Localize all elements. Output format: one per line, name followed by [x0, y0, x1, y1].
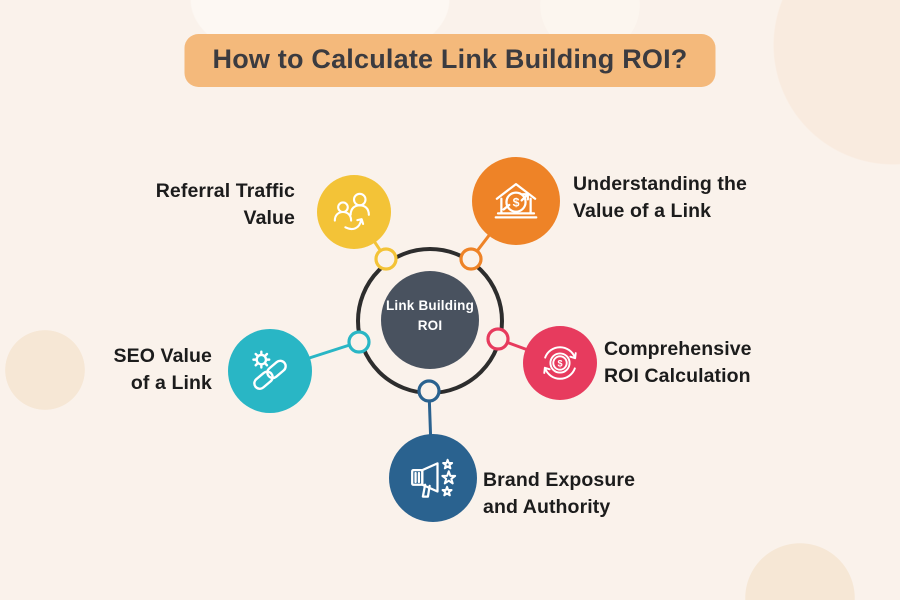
label-understanding-link-value: Understanding the Value of a Link [573, 171, 747, 225]
dollar-glyph: $ [513, 196, 520, 210]
bubble-roi [523, 326, 597, 400]
center-label-line2: ROI [417, 318, 443, 333]
label-line: of a Link [130, 372, 212, 394]
ring-nodes [347, 247, 510, 403]
bubble-understanding [472, 157, 560, 245]
label-comprehensive-roi: Comprehensive ROI Calculation [604, 336, 752, 390]
ring-node-understanding [459, 247, 483, 271]
label-line: Value of a Link [573, 200, 712, 222]
page-title: How to Calculate Link Building ROI? [184, 34, 716, 87]
megaphone-stars-icon [411, 460, 455, 497]
label-line: Understanding the [573, 173, 747, 195]
bubble-brand [389, 434, 477, 522]
users-referral-icon [333, 192, 370, 231]
label-line: ROI Calculation [604, 365, 751, 387]
center-label: Link Building ROI [380, 296, 480, 336]
bubble-referral [317, 175, 391, 249]
center-label-line1: Link Building [385, 298, 475, 313]
center-circle [381, 271, 479, 369]
ring-node-brand [417, 379, 441, 403]
bank-dollar-icon: $ [494, 183, 538, 219]
bubble-seo [228, 329, 312, 413]
label-line: Brand Exposure [483, 469, 636, 491]
ring-node-referral [374, 247, 398, 271]
label-brand-exposure: Brand Exposure and Authority [483, 467, 635, 521]
dollar-glyph: $ [557, 358, 562, 368]
label-line: SEO Value [113, 345, 212, 367]
label-line: Value [243, 207, 295, 229]
label-seo-value-of-link: SEO Value of a Link [114, 343, 212, 397]
dollar-refresh-icon: $ [543, 346, 577, 380]
ring-node-seo [347, 330, 371, 354]
label-line: Comprehensive [604, 338, 752, 360]
label-line: Referral Traffic [155, 180, 295, 202]
label-line: and Authority [483, 496, 611, 518]
link-gear-icon [252, 350, 287, 390]
ring-node-roi [486, 327, 510, 351]
label-referral-traffic-value: Referral Traffic Value [156, 178, 295, 232]
